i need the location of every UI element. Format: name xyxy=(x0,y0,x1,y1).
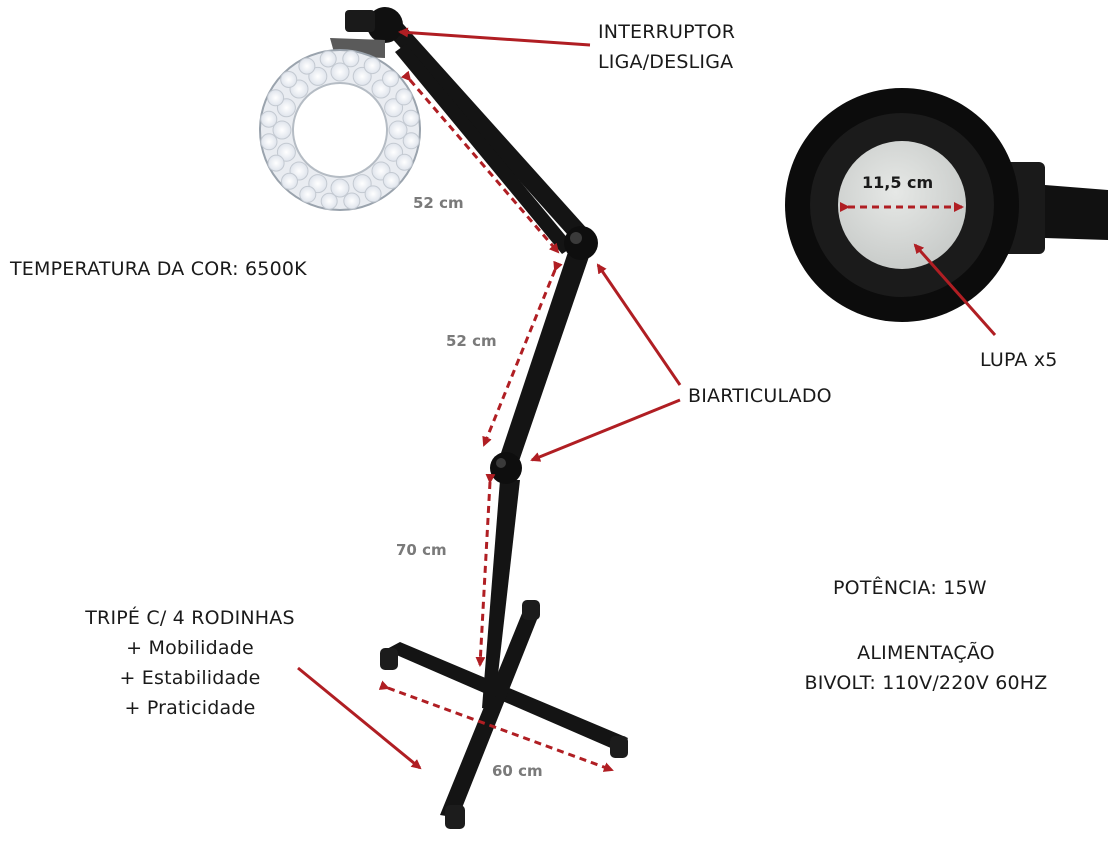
led-dot xyxy=(260,110,278,128)
tripod-label: TRIPÉ C/ 4 RODINHAS + Mobilidade + Estab… xyxy=(55,603,325,723)
biarticulado-label: BIARTICULADO xyxy=(688,385,832,407)
led-dot xyxy=(382,172,400,189)
lower-arm-length: 52 cm xyxy=(446,332,497,350)
wheel xyxy=(380,648,398,670)
wheel xyxy=(445,805,465,829)
led-dot xyxy=(276,142,296,162)
lens-glass xyxy=(838,141,966,269)
led-dot xyxy=(319,50,337,68)
tripod-feature-stability: + Estabilidade xyxy=(119,667,261,689)
switch-arrow xyxy=(398,27,591,47)
switch-label: INTERRUPTOR LIGA/DESLIGA xyxy=(598,17,735,77)
led-dot xyxy=(308,66,328,86)
led-dot xyxy=(299,185,317,203)
power-supply-label: ALIMENTAÇÃO BIVOLT: 110V/220V 60HZ xyxy=(786,638,1066,698)
upper-arm-length: 52 cm xyxy=(413,194,464,212)
led-dot xyxy=(402,132,420,150)
led-dot xyxy=(330,178,350,198)
switch-label-line2: LIGA/DESLIGA xyxy=(598,51,734,73)
wheel xyxy=(610,736,628,758)
power-supply-line2: BIVOLT: 110V/220V 60HZ xyxy=(804,672,1048,694)
color-temperature-label: TEMPERATURA DA COR: 6500K xyxy=(10,258,307,280)
biarticulado-arrow-upper xyxy=(596,263,682,386)
switch-label-line1: INTERRUPTOR xyxy=(598,21,736,43)
upper-arm-measure xyxy=(400,70,560,254)
tripod-feature-practicality: + Praticidade xyxy=(124,697,256,719)
led-dot xyxy=(343,192,361,210)
led-dot xyxy=(363,57,381,75)
led-dot xyxy=(402,109,420,127)
tripod-base xyxy=(380,600,628,829)
led-dot xyxy=(280,71,298,88)
measurement-lines xyxy=(378,70,964,772)
lens-label: LUPA x5 xyxy=(980,349,1058,371)
led-dot xyxy=(320,192,338,210)
lens-diameter: 11,5 cm xyxy=(862,173,934,192)
wheel xyxy=(522,600,540,620)
magnifier-detail xyxy=(785,88,1108,322)
power-label: POTÊNCIA: 15W xyxy=(833,577,987,599)
pole-measure xyxy=(475,473,496,667)
led-dot xyxy=(330,62,350,82)
lower-arm xyxy=(498,240,592,470)
tripod-feature-mobility: + Mobilidade xyxy=(126,637,254,659)
led-dot xyxy=(281,172,298,190)
led-dot xyxy=(382,70,399,88)
base-measure xyxy=(378,680,614,772)
base-width: 60 cm xyxy=(492,762,543,780)
tripod-title: TRIPÉ C/ 4 RODINHAS xyxy=(85,607,295,629)
upper-joint xyxy=(564,226,598,260)
led-dot xyxy=(267,154,285,172)
led-ring-lamp xyxy=(259,49,421,211)
power-supply-line1: ALIMENTAÇÃO xyxy=(857,642,995,664)
lens-arrow xyxy=(913,243,997,336)
led-dot xyxy=(395,153,413,171)
biarticulado-arrow-lower xyxy=(530,398,681,462)
led-dot xyxy=(260,133,278,151)
led-dot xyxy=(272,120,292,140)
lower-arm-measure xyxy=(482,260,563,447)
pole-length: 70 cm xyxy=(396,541,447,559)
led-dot xyxy=(342,50,360,68)
lower-joint xyxy=(490,452,522,484)
switch-head xyxy=(330,7,403,58)
led-dot xyxy=(395,88,413,106)
led-dot xyxy=(364,185,382,203)
led-dot xyxy=(267,89,285,107)
led-dot xyxy=(298,57,316,75)
led-dot xyxy=(352,174,372,194)
